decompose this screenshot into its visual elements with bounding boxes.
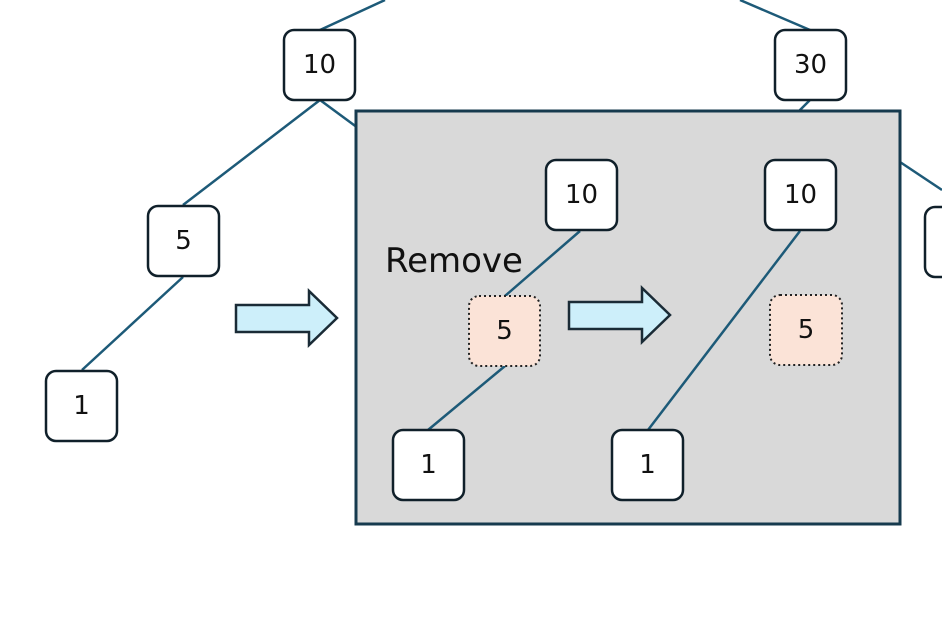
arrow-right-icon [234,288,339,348]
edge-10-to-5 [182,99,321,206]
main-node-5: 5 [146,204,221,278]
panel-label: Remove [385,241,523,281]
after-node-1: 1 [610,428,685,502]
after-edge-10-to-1 [647,230,801,431]
edge-root-to-10 [319,0,386,32]
edge-30-to-right [899,160,942,192]
main-node-1: 1 [44,369,119,443]
after-node-5-label: 5 [798,315,815,345]
after-node-5-detached: 5 [769,294,843,366]
before-edge-10-to-5 [504,230,581,297]
before-node-5-removed: 5 [468,295,541,367]
main-node-partial-right [923,205,942,279]
before-node-1-label: 1 [420,450,437,480]
main-tree-edges [81,0,942,371]
edge-root-to-30 [739,0,811,32]
edge-10-to-right [319,98,359,130]
after-node-10: 10 [763,158,838,232]
main-node-1-label: 1 [73,391,90,421]
inner-arrow-right-icon [567,285,672,345]
main-node-30-label: 30 [794,50,827,80]
before-node-10-label: 10 [565,180,598,210]
before-node-10: 10 [544,158,619,232]
after-node-1-label: 1 [639,450,656,480]
main-node-30: 30 [773,28,848,102]
main-node-5-label: 5 [175,226,192,256]
main-node-10: 10 [282,28,357,102]
after-node-10-label: 10 [784,180,817,210]
edge-5-to-1 [81,276,184,371]
before-node-5-label: 5 [496,316,513,346]
before-node-1: 1 [391,428,466,502]
before-edge-5-to-1 [427,365,506,431]
main-node-10-label: 10 [303,50,336,80]
removal-panel: Remove 10 5 1 10 5 [354,109,902,526]
